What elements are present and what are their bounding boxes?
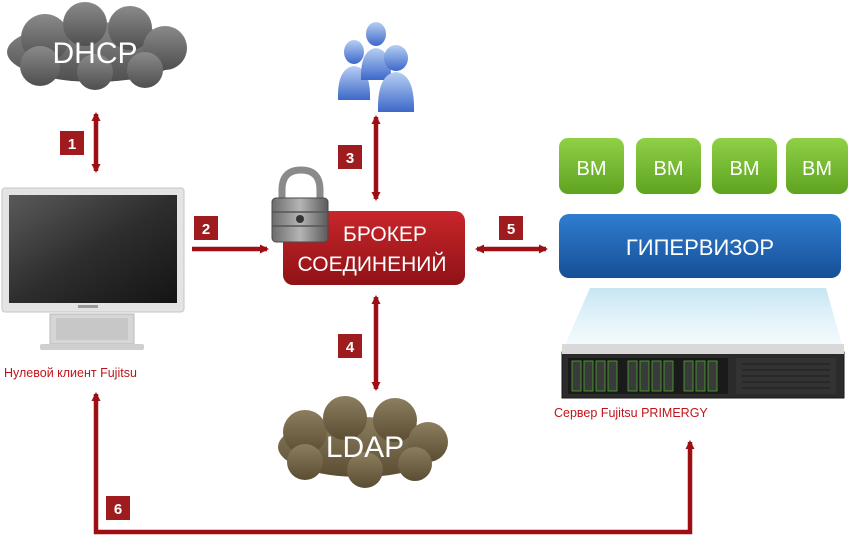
step-badge-1: 1	[60, 131, 84, 155]
step-badge-6: 6	[106, 496, 130, 520]
broker-line1: БРОКЕР	[343, 223, 427, 246]
step-6-label: 6	[114, 501, 122, 518]
users-icon	[337, 22, 415, 112]
monitor-icon	[1, 187, 185, 350]
server-caption: Сервер Fujitsu PRIMERGY	[554, 406, 708, 420]
step-badge-2: 2	[194, 216, 218, 240]
vm-3-label: ВМ	[730, 158, 760, 180]
hypervisor-label: ГИПЕРВИЗОР	[626, 235, 774, 260]
step-5-label: 5	[507, 221, 515, 238]
vm-3: ВМ	[712, 138, 777, 194]
hypervisor-box: ГИПЕРВИЗОР	[559, 214, 841, 278]
step-3-label: 3	[346, 150, 354, 167]
lock-icon	[271, 166, 329, 243]
server-icon	[561, 288, 845, 399]
ldap-label: LDAP	[326, 431, 404, 464]
vm-2: ВМ	[636, 138, 701, 194]
arrow-6	[91, 392, 695, 535]
dhcp-cloud: DHCP	[7, 2, 187, 90]
vm-1-label: ВМ	[577, 158, 607, 180]
vm-4: ВМ	[786, 138, 848, 194]
broker-line2: СОЕДИНЕНИЙ	[298, 252, 447, 276]
vm-4-label: ВМ	[802, 158, 832, 180]
client-caption: Нулевой клиент Fujitsu	[4, 366, 137, 380]
step-badge-4: 4	[338, 334, 362, 358]
arrows	[91, 112, 695, 535]
vm-2-label: ВМ	[654, 158, 684, 180]
vm-1: ВМ	[559, 138, 624, 194]
step-badge-3: 3	[338, 145, 362, 169]
step-4-label: 4	[346, 339, 355, 356]
ldap-cloud: LDAP	[278, 396, 448, 488]
dhcp-label: DHCP	[52, 37, 137, 70]
step-badge-5: 5	[499, 216, 523, 240]
step-1-label: 1	[68, 136, 76, 153]
step-2-label: 2	[202, 221, 210, 238]
